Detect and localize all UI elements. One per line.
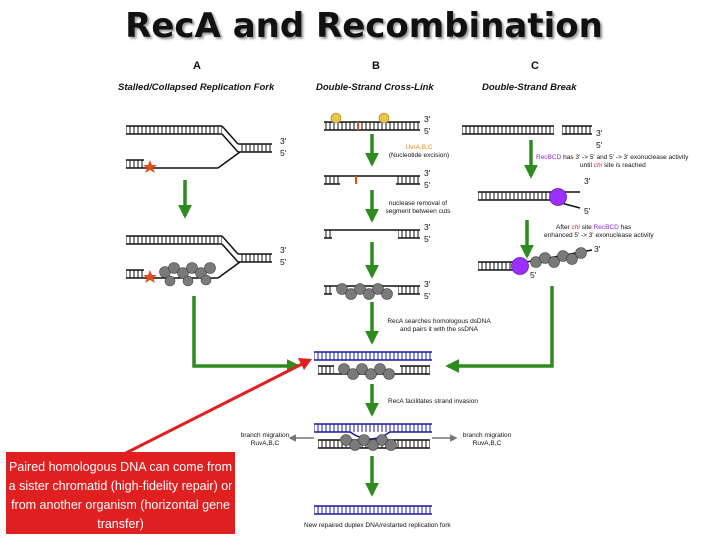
recbcd-processing [478,188,581,209]
end-label: 3' [280,245,287,255]
end-label: 3' [280,136,287,146]
reca-filament-a [159,262,216,287]
end-label: 5' [596,140,603,150]
page-title: RecA and Recombination [125,6,603,46]
column-heading-a: Stalled/Collapsed Replication Fork [118,82,275,93]
synapsis-dna [314,351,432,380]
column-letter-b: B [372,60,380,72]
enhanced-label: enhanced 5' -> 3' exonuclease activity [544,232,654,239]
uvr-label: UvrA,B,C [405,144,433,151]
column-letter-a: A [193,60,201,72]
end-label: 5' [530,270,537,280]
callout-pointer [119,360,307,458]
column-letter-c: C [531,60,539,72]
column-heading-c: Double-Strand Break [482,82,577,93]
chi-label: until chi site is reached [580,162,646,169]
fork-a-top [126,125,272,169]
reca-search-label-2: and pairs it with the ssDNA [399,326,479,333]
end-label: 5' [424,234,431,244]
nuclease-label-1: nuclease removal of [388,200,448,207]
excised-dna [324,175,420,185]
end-label: 3' [424,222,431,232]
end-label: 3' [424,168,431,178]
end-label: 3' [424,279,431,289]
arrow-c-3 [445,286,554,373]
reca-search-label-1: RecA searches homologous dsDNA [387,318,491,325]
lesion-star-icon [143,270,157,283]
branch-migration-left-label: branch migration [240,432,290,439]
branch-migration-right-label: branch migration [462,432,512,439]
arrow-a-2 [192,296,301,373]
end-label: 3' [596,128,603,138]
end-label: 5' [280,148,287,158]
end-label: 3' [424,114,431,124]
break-dna [462,125,592,135]
final-label: New repaired duplex DNA/restarted replic… [304,522,451,529]
end-label: 5' [424,180,431,190]
lesion-star-icon [143,160,157,173]
end-label: 5' [584,206,591,216]
gapped-dna [324,229,420,239]
callout-pointer-head [298,358,312,370]
crosslink-dna [324,112,420,131]
ruv-right-label: RuvA,B,C [472,440,502,447]
end-label: 3' [584,176,591,186]
end-label: 5' [424,126,431,136]
nuclease-label-2: segment between cuts [385,208,451,215]
end-label: 5' [424,291,431,301]
callout-box: Paired homologous DNA can come from a si… [6,452,235,534]
reca-invasion-label: RecA facilitates strand invasion [388,398,478,405]
repaired-dna [314,505,432,515]
reca-filament-b [324,283,420,300]
invasion-dna [314,423,432,451]
ruv-left-label: RuvA,B,C [250,440,280,447]
recbcd-chi [478,247,593,275]
column-heading-b: Double-Strand Cross-Link [316,82,434,93]
end-label: 5' [280,257,287,267]
recbcd-label: RecBCD has 3' -> 5' and 5' -> 3' exonucl… [536,154,689,161]
after-chi-label: After chi site RecBCD has [556,224,632,231]
end-label: 3' [594,244,601,254]
nucleotide-excision-label: (Nucleotide excision) [388,152,450,159]
